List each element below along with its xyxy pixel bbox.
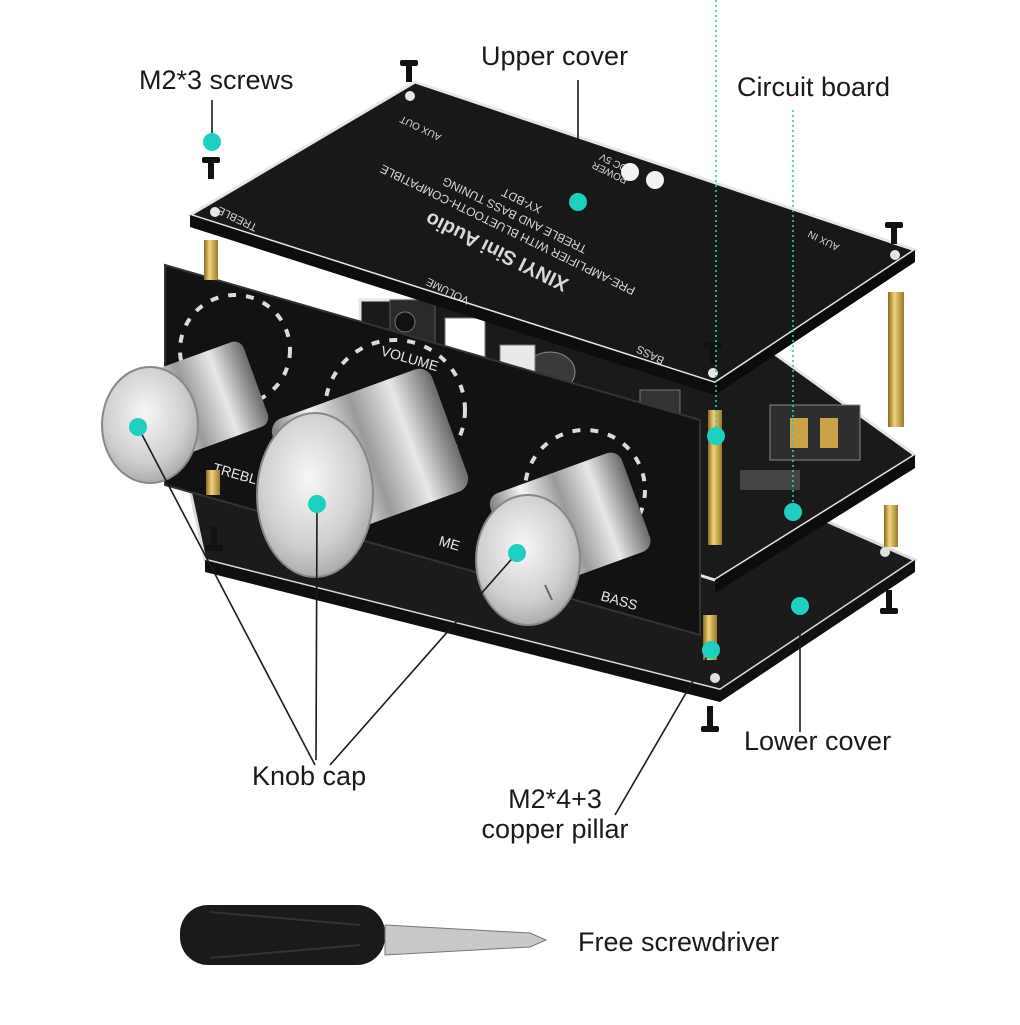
lower-cover-label: Lower cover bbox=[744, 726, 892, 756]
knob-cap-label: Knob cap bbox=[252, 761, 367, 791]
knob-leader-3 bbox=[329, 552, 518, 766]
screw-icon bbox=[205, 527, 223, 551]
copper-pillar bbox=[888, 292, 904, 427]
marker-dot bbox=[707, 427, 725, 445]
knob-leader-2 bbox=[315, 503, 318, 761]
screwdriver bbox=[180, 905, 548, 965]
screwdriver-shaft bbox=[384, 924, 548, 956]
front-volume-lower-label: ME bbox=[437, 533, 462, 554]
marker-dot bbox=[569, 193, 587, 211]
copper-pillar bbox=[206, 470, 220, 495]
pillar-leader bbox=[614, 649, 712, 816]
treble-knob bbox=[101, 341, 269, 484]
screw-icon bbox=[880, 590, 898, 614]
bass-knob bbox=[475, 452, 651, 626]
copper-pillar-line1: M2*4+3 bbox=[508, 784, 602, 814]
upper-cover-label: Upper cover bbox=[481, 41, 629, 71]
copper-pillar-line2: copper pillar bbox=[481, 813, 629, 844]
marker-dot bbox=[129, 418, 147, 436]
screw-icon bbox=[202, 157, 220, 179]
copper-pillar-label: M2*4+3 copper pillar bbox=[475, 784, 635, 844]
marker-dot bbox=[508, 544, 526, 562]
screws bbox=[202, 60, 903, 732]
screwdriver-handle bbox=[180, 905, 385, 965]
screw-icon bbox=[701, 706, 719, 732]
free-screwdriver-label: Free screwdriver bbox=[578, 927, 780, 957]
marker-dot bbox=[702, 641, 720, 659]
screw-icon bbox=[885, 222, 903, 244]
marker-dot bbox=[203, 133, 221, 151]
screw-icon bbox=[704, 342, 722, 364]
marker-dot bbox=[784, 503, 802, 521]
circuit-board-label: Circuit board bbox=[737, 72, 891, 102]
m2x3-screws-label: M2*3 screws bbox=[139, 65, 294, 95]
leader-lines bbox=[137, 0, 801, 816]
copper-pillar bbox=[204, 240, 218, 280]
screw-icon bbox=[400, 60, 418, 82]
audio-jack bbox=[769, 404, 861, 461]
marker-dot bbox=[308, 495, 326, 513]
upper-cover: XINYI Sini Audio PRE-AMPLIFIER WITH BLUE… bbox=[186, 80, 919, 395]
knob-leader-1 bbox=[137, 426, 316, 766]
accent-dots bbox=[129, 133, 809, 659]
marker-dot bbox=[791, 597, 809, 615]
copper-pillar bbox=[884, 505, 898, 547]
